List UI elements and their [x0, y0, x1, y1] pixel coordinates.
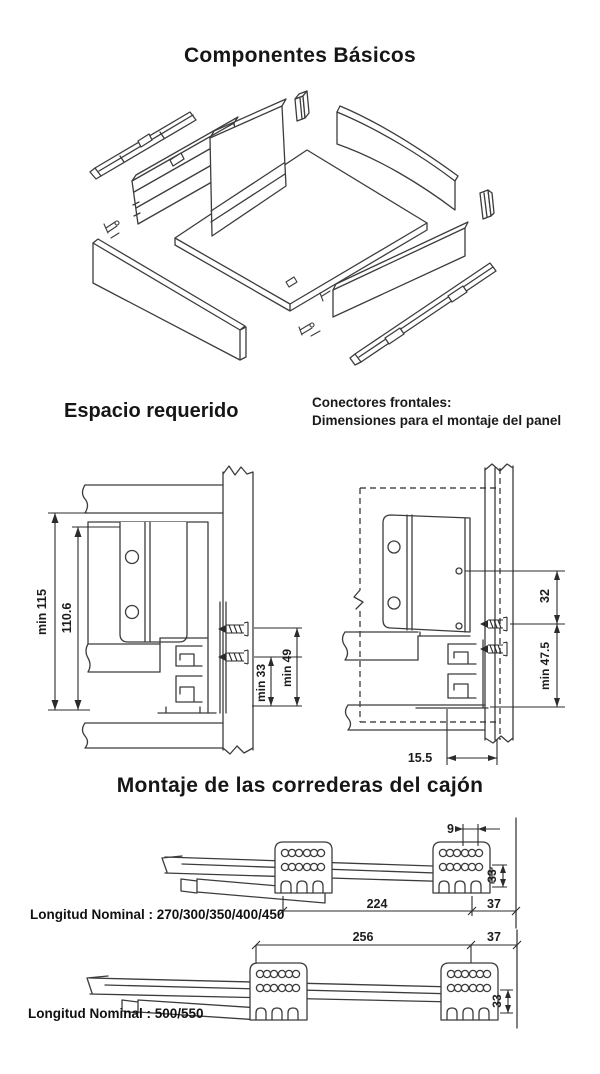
back-panel: [336, 105, 459, 211]
rail-diagram-long: 256 37: [86, 929, 522, 1029]
slide-rail-left: [89, 111, 197, 180]
mounting-bracket-rear: [440, 962, 499, 1021]
mounting-bracket-front: [274, 841, 333, 894]
mounting-screw-lower: [480, 641, 508, 657]
space-required-title: Espacio requerido: [64, 400, 239, 422]
mounting-screw-lower: [218, 649, 249, 665]
dimension-15-5: 15.5: [408, 709, 498, 765]
bottom-panel: [81, 722, 224, 749]
components-title: Componentes Básicos: [183, 44, 417, 67]
bottom-panel: [344, 704, 486, 731]
dimension-33: 33: [485, 864, 507, 888]
slide-rail-right: [349, 262, 497, 366]
rail-profile: [415, 635, 489, 709]
dim-9-label: 9: [447, 822, 454, 836]
mounting-title: Montaje de las correderas del cajón: [116, 774, 484, 797]
side-panel-right: [332, 221, 469, 318]
front-panel-wall: [484, 463, 514, 744]
front-connectors-caption-line2: Dimensiones para el montaje del panel: [312, 413, 562, 428]
dim-37-label: 37: [487, 930, 501, 944]
dim-33-label: 33: [485, 869, 499, 883]
top-panel: [81, 484, 224, 514]
mounting-bracket-rear: [432, 841, 491, 894]
dimension-32: 32: [465, 570, 565, 625]
cabinet-side-wall: [222, 465, 254, 755]
dim-min-33-label: min 33: [254, 664, 268, 702]
dimension-224-37: 224 37: [278, 896, 521, 916]
dim-110-6-label: 110.6: [60, 603, 74, 634]
dim-37-label: 37: [487, 897, 501, 911]
dim-min-115-label: min 115: [35, 589, 49, 635]
connector-bracket: [382, 514, 471, 633]
mounting-screw-upper: [218, 621, 249, 637]
dim-32-label: 32: [538, 589, 552, 603]
mounting-screw-upper: [480, 616, 508, 632]
side-panel-left: [209, 98, 287, 237]
front-panel: [92, 238, 247, 361]
dimension-min-115: min 115: [35, 512, 90, 711]
mounting-bracket-front: [249, 962, 308, 1021]
rail1-length-label: Longitud Nominal : 270/300/350/400/450: [30, 907, 285, 922]
dim-224-label: 224: [367, 897, 388, 911]
space-required-drawing: min 115 110.6 min 33 min 49: [35, 465, 302, 755]
front-connector-right: [479, 189, 495, 220]
dim-256-label: 256: [353, 930, 374, 944]
rail2-length-label: Longitud Nominal : 500/550: [28, 1006, 204, 1021]
drawer-side-profile: [85, 521, 227, 714]
exploded-view-diagram: [89, 90, 497, 366]
panel-outline-dashed: [353, 487, 500, 723]
dimension-min-49: min 49: [254, 627, 302, 706]
dimension-9: 9: [447, 822, 500, 846]
front-connector-top: [294, 90, 310, 122]
front-connectors-caption: Conectores frontales: Dimensiones para e…: [312, 394, 561, 430]
mounting-screws: [103, 220, 331, 337]
dim-min-47-5-label: min 47.5: [538, 642, 552, 690]
dimension-33: 33: [490, 989, 513, 1014]
dimension-min-33: min 33: [252, 656, 302, 707]
dimension-min-47-5: min 47.5: [490, 624, 565, 708]
front-connectors-caption-line1: Conectores frontales:: [312, 395, 452, 410]
dim-15-5-label: 15.5: [408, 751, 432, 765]
rail-diagram-short: 9 33 224 37: [161, 817, 521, 929]
dimension-256-37: 256 37: [251, 930, 522, 966]
drawer-side-board: [341, 631, 421, 661]
dim-min-49-label: min 49: [280, 649, 294, 687]
dimension-110-6: 110.6: [60, 526, 120, 710]
front-connector-drawing: 32 min 47.5 15.5: [341, 463, 565, 765]
dim-33-label: 33: [490, 994, 504, 1008]
